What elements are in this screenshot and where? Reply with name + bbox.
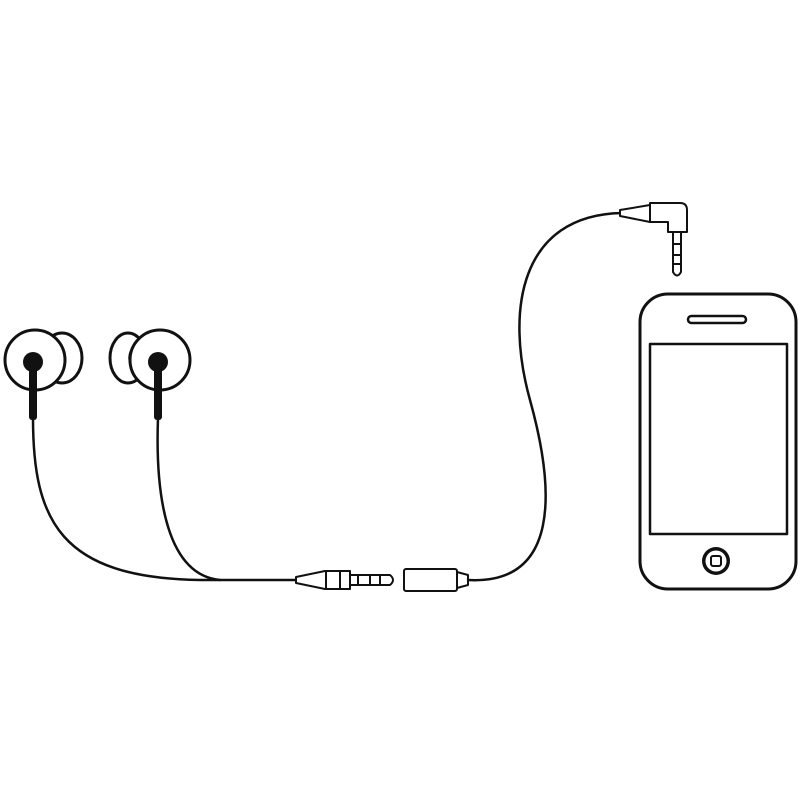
audio-jack-male-icon <box>295 570 394 590</box>
right-angle-jack-icon <box>619 202 688 277</box>
left-earbud-icon <box>3 328 84 420</box>
extension-cable <box>466 211 624 582</box>
right-earbud-icon <box>108 328 192 420</box>
audio-jack-female-icon <box>403 568 469 592</box>
headphone-cable <box>31 416 302 582</box>
smartphone-icon <box>638 292 798 591</box>
